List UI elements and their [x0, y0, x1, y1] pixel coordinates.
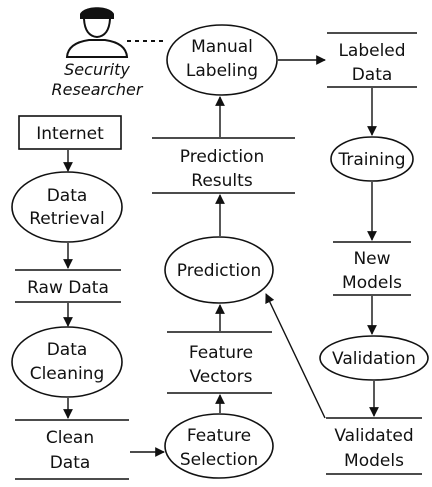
raw-data-store: Raw Data	[15, 269, 121, 303]
data-cleaning-line2: Cleaning	[30, 364, 105, 384]
data-retrieval-line1: Data	[47, 186, 88, 206]
feature-vectors-line2: Vectors	[189, 367, 252, 387]
manual-labeling-process: Manual Labeling	[166, 24, 278, 96]
validation-label: Validation	[332, 349, 416, 369]
validated-models-line2: Models	[344, 451, 404, 471]
prediction-results-store: Prediction Results	[152, 137, 295, 194]
data-retrieval-process: Data Retrieval	[11, 171, 123, 243]
feature-selection-process: Feature Selection	[164, 413, 274, 479]
clean-data-line1: Clean	[46, 428, 94, 448]
new-models-line2: Models	[342, 273, 402, 293]
training-label: Training	[337, 150, 405, 170]
manual-labeling-line2: Labeling	[186, 61, 258, 81]
feature-vectors-store: Feature Vectors	[167, 331, 272, 394]
actor-label-line1: Security	[64, 60, 130, 79]
arrow-validatedmodels-to-prediction	[265, 293, 326, 419]
feature-selection-line1: Feature	[187, 426, 251, 446]
prediction-process: Prediction	[164, 236, 274, 304]
prediction-results-line2: Results	[191, 171, 253, 191]
raw-data-label: Raw Data	[27, 278, 109, 298]
clean-data-line2: Data	[50, 453, 91, 473]
labeled-data-line1: Labeled	[338, 41, 405, 61]
actor-label-line2: Researcher	[52, 80, 144, 99]
prediction-results-line1: Prediction	[180, 147, 264, 167]
new-models-store: New Models	[333, 241, 411, 296]
internet-source: Internet	[18, 115, 122, 150]
data-cleaning-line1: Data	[47, 340, 88, 360]
security-researcher: Security Researcher	[52, 7, 144, 99]
feature-selection-line2: Selection	[180, 450, 258, 470]
data-retrieval-line2: Retrieval	[29, 209, 105, 229]
data-cleaning-process: Data Cleaning	[11, 326, 123, 398]
internet-label: Internet	[36, 124, 104, 144]
manual-labeling-line1: Manual	[191, 37, 253, 57]
labeled-data-line2: Data	[352, 65, 393, 85]
prediction-label: Prediction	[177, 261, 261, 281]
validated-models-line1: Validated	[334, 426, 413, 446]
validation-process: Validation	[319, 335, 429, 381]
flow-arrows	[63, 55, 379, 457]
validated-models-store: Validated Models	[326, 417, 422, 475]
feature-vectors-line1: Feature	[189, 343, 253, 363]
person-icon	[65, 7, 129, 58]
labeled-data-store: Labeled Data	[327, 32, 417, 88]
new-models-line1: New	[353, 249, 390, 269]
training-process: Training	[330, 136, 414, 182]
clean-data-store: Clean Data	[15, 419, 129, 480]
